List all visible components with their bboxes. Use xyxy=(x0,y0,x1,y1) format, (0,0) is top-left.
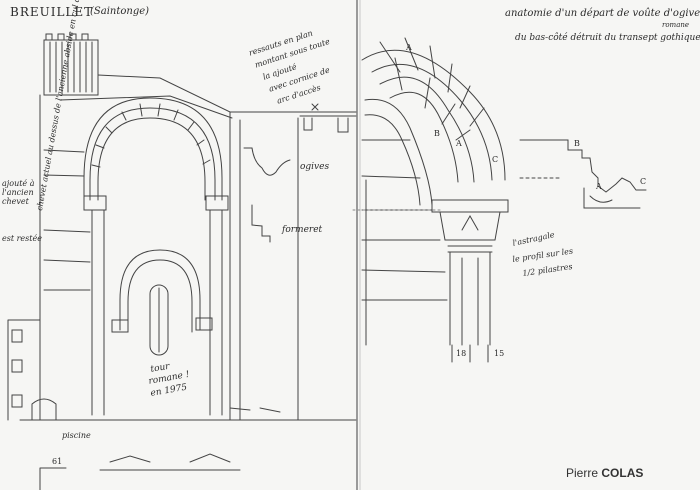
subtitle-saintonge: (Saintonge) xyxy=(90,6,150,17)
profile-letter: C xyxy=(640,177,647,186)
vault-springer xyxy=(349,37,647,363)
dimension-18: 18 xyxy=(456,349,467,358)
dimension-15: 15 xyxy=(494,349,505,358)
church-elevation xyxy=(7,33,357,490)
title-breuillet: BREUILLET xyxy=(10,5,94,19)
ogive-label: ogives xyxy=(300,162,330,172)
profile-letter: B xyxy=(574,139,580,148)
profile-letter: A xyxy=(596,182,602,191)
right-heading-line-1: anatomie d'un départ de voûte d'ogive xyxy=(505,8,700,19)
profile-label: formeret xyxy=(282,225,323,235)
right-heading-line-2: du bas-côté détruit du transept gothique xyxy=(515,33,700,43)
voussoir-label: A xyxy=(406,43,412,52)
right-heading-extra: romane xyxy=(662,21,690,29)
voussoir-label: B xyxy=(434,129,440,138)
dimension-61: 61 xyxy=(52,457,63,466)
voussoir-label: A xyxy=(456,139,462,148)
artist-last-name: COLAS xyxy=(601,466,644,480)
side-note-line: est restée xyxy=(2,234,42,243)
artist-credit: Pierre COLAS xyxy=(566,466,643,480)
side-note-line: ajouté à l'ancien chevet xyxy=(2,179,35,206)
artist-first-name: Pierre xyxy=(566,466,599,480)
piscine-label: piscine xyxy=(62,431,91,440)
voussoir-label: C xyxy=(492,155,499,164)
